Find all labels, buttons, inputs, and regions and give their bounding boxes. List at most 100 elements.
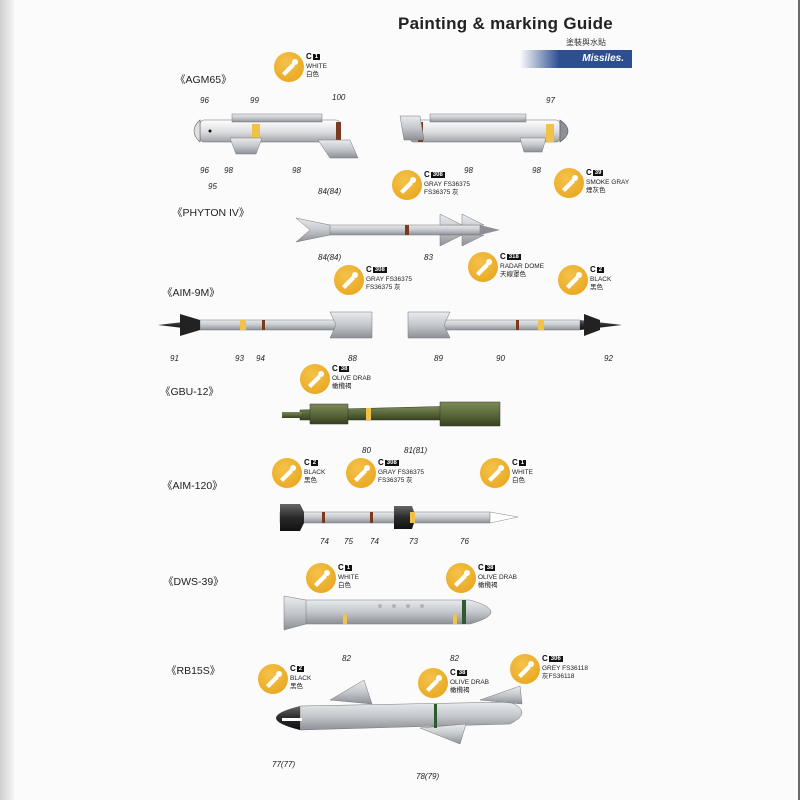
paint-number: 2 [596,267,605,273]
paint-name: OLIVE DRAB [478,574,518,581]
paint-code: C [366,265,372,274]
paint-brush-icon [418,668,448,698]
paint-code: C [332,364,338,373]
paint-name-cn: 黑色 [590,284,603,291]
part-number: 81(81) [404,446,428,455]
paint-name-cn: 煙灰色 [586,187,606,194]
paint-code: C [304,458,310,467]
paint-name-cn: 橄欖褐 [478,582,498,589]
paint-code: C [590,265,596,274]
paint-number: 2 [310,460,319,466]
paint-name: OLIVE DRAB [332,375,372,382]
missile-name-aim120: 《AIM-120》 [162,480,223,492]
page-edge [798,0,800,800]
part-number: 98 [292,166,301,175]
part-number: 83 [424,253,433,262]
missile-name-dws39: 《DWS-39》 [163,576,224,588]
phyton-iv [295,213,500,247]
paint-number: 308 [430,172,445,178]
missile-name-rb15s: 《RB15S》 [166,665,221,677]
paint-brush-icon [306,563,336,593]
paint-code: C [478,563,484,572]
paint-brush-icon [300,364,330,394]
paint-code: C [424,170,430,179]
paint-brush-icon [480,458,510,488]
part-number: 98 [532,166,541,175]
paint-code: C [512,458,518,467]
paint-brush-icon [258,664,288,694]
paint-number: 318 [506,254,521,260]
paint-name-cn: FS36375 灰 [378,477,413,484]
part-number: 89 [434,354,443,363]
paint-name: GRAY FS36375 [366,276,413,283]
paint-name: BLACK [590,276,612,283]
paint-name: WHITE [512,469,533,476]
paint-name-cn: FS36375 灰 [424,189,459,196]
part-number: 80 [362,446,371,455]
part-number: 82 [450,654,459,663]
paint-brush-icon [392,170,422,200]
section-label: Missiles. [582,53,624,64]
aim9m-left [158,311,373,339]
part-number: 91 [170,354,179,363]
paint-name-cn: 橄欖褐 [332,383,352,390]
agm65-right [399,113,569,153]
page-subtitle: 塗裝與水貼 [566,38,606,47]
paint-code: C [338,563,344,572]
paint-code: C [542,654,548,663]
paint-code: C [306,52,312,61]
paint-number: 1 [344,565,353,571]
paint-name: GREY FS36118 [542,665,589,672]
paint-brush-icon [334,265,364,295]
part-number: 94 [256,354,265,363]
part-number: 100 [332,93,346,102]
paint-brush-icon [468,252,498,282]
aim9m-right [407,311,622,339]
paint-number: 308 [384,460,399,466]
missile-name-phyton: 《PHYTON IV》 [172,207,250,219]
paint-name-cn: 橄欖褐 [450,687,470,694]
section-banner: Missiles. [520,50,632,68]
part-number: 99 [250,96,259,105]
part-number: 97 [546,96,555,105]
paint-name-cn: 黑色 [304,477,317,484]
paint-number: 38 [484,565,496,571]
paint-code: C [500,252,506,261]
paint-number: 39 [592,170,604,176]
paint-name: BLACK [290,675,312,682]
part-number: 90 [496,354,505,363]
aim-120 [279,504,519,531]
paint-name-cn: 白色 [306,71,319,78]
paint-number: 1 [518,460,527,466]
part-number: 82 [342,654,351,663]
paint-name: OLIVE DRAB [450,679,490,686]
paint-name: BLACK [304,469,326,476]
part-number: 92 [604,354,613,363]
paint-number: 38 [338,366,350,372]
paint-code: C [290,664,296,673]
part-number: 98 [464,166,473,175]
part-number: 78(79) [416,772,440,781]
paint-brush-icon [272,458,302,488]
part-number: 84(84) [318,187,342,196]
paint-code: C [378,458,384,467]
paint-number: 308 [372,267,387,273]
paint-name-cn: 白色 [338,582,351,589]
part-number: 75 [344,537,353,546]
part-number: 77(77) [272,760,296,769]
paint-name: GRAY FS36375 [424,181,471,188]
missile-name-gbu12: 《GBU-12》 [160,386,219,398]
part-number: 95 [208,182,217,191]
paint-number: 1 [312,54,321,60]
paint-name-cn: FS36375 灰 [366,284,401,291]
gbu-12 [282,401,501,427]
part-number: 74 [320,537,329,546]
paint-brush-icon [554,168,584,198]
part-number: 84(84) [318,253,342,262]
paint-brush-icon [446,563,476,593]
paint-brush-icon [510,654,540,684]
paint-number: 38 [456,670,468,676]
paint-brush-icon [274,52,304,82]
